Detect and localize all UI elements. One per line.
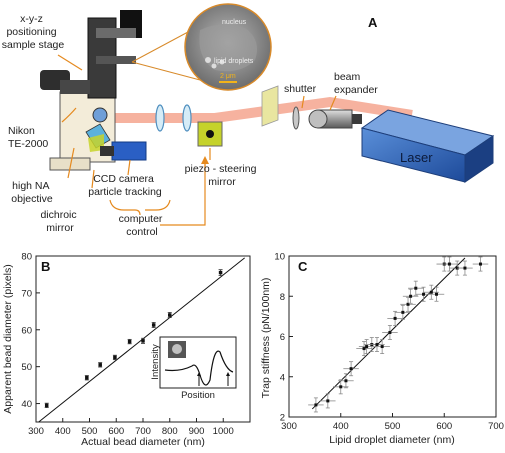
y-tick-label: 80: [21, 252, 32, 263]
data-point: [218, 270, 223, 275]
data-point: [388, 330, 392, 334]
x-tick-label: 600: [436, 421, 452, 432]
data-point: [422, 292, 426, 296]
microscope-illustration: [40, 10, 147, 171]
y-tick-label: 6: [280, 332, 285, 343]
x-tick-label: 300: [28, 426, 44, 437]
data-point: [380, 345, 384, 349]
lens: [155, 104, 165, 132]
x-tick-label: 1000: [213, 426, 234, 437]
microscope-label: Nikon TE-2000: [8, 125, 48, 150]
data-point: [365, 345, 369, 349]
x-tick-label: 400: [333, 421, 349, 432]
x-tick-label: 800: [162, 426, 178, 437]
data-point: [414, 286, 418, 290]
y-tick-label: 50: [21, 362, 32, 373]
panel-c-chart: C 300 400 500 600 700 2 4 6 8 10 Lipid droplet di…: [260, 252, 504, 447]
panel-b-chart: B 300 400 500 600 700 800 900 1000 40 50 60 70 80 Ac…: [2, 252, 251, 448]
data-point: [401, 310, 405, 314]
data-point: [434, 292, 438, 296]
data-point: [326, 399, 330, 403]
x-tick-label: 700: [488, 421, 504, 432]
piezo-label: piezo - steering mirror: [185, 163, 260, 188]
expander-label: beam expander: [334, 71, 378, 96]
inset-scale-label: 2 μm: [220, 73, 236, 80]
data-point: [478, 262, 482, 266]
y-tick-label: 4: [280, 372, 285, 383]
inset-droplets-label: lipid droplets: [214, 58, 254, 65]
laser-label: Laser: [400, 150, 433, 165]
panel-c-letter: C: [298, 259, 308, 274]
data-point: [127, 339, 132, 344]
piezo-mirror-center: [206, 130, 214, 138]
data-point: [463, 266, 467, 270]
intensity-curve: [164, 350, 234, 386]
x-tick-label: 400: [55, 426, 71, 437]
laser-beam: [92, 96, 413, 123]
data-point: [168, 313, 172, 317]
y-axis-label: Trap stiffness (pN/100nm): [260, 278, 272, 399]
data-point: [393, 316, 397, 320]
data-point: [447, 262, 451, 266]
lens: [182, 104, 192, 132]
data-point: [375, 343, 379, 347]
panel-a: A nucleus lipid droplets: [2, 3, 495, 238]
x-axis-label: Actual bead diameter (nm): [81, 436, 205, 448]
arrow-head-icon: [201, 156, 209, 164]
data-point: [409, 294, 413, 298]
x-tick-label: 700: [135, 426, 151, 437]
data-point: [344, 379, 348, 383]
shutter-icon: [292, 106, 300, 130]
arrow-head-icon: [226, 372, 230, 376]
y-tick-label: 70: [21, 288, 32, 299]
inset-callout-line: [131, 31, 189, 63]
x-tick-label: 500: [82, 426, 98, 437]
data-point: [44, 403, 49, 408]
filter-plate: [261, 85, 279, 127]
inset-callout-line: [131, 61, 201, 81]
shutter-label: shutter: [284, 83, 317, 95]
x-tick-label: 900: [189, 426, 205, 437]
objective-label: high NA objective: [11, 180, 53, 205]
arrow-head-icon: [197, 372, 201, 376]
x-axis-label: Lipid droplet diameter (nm): [329, 434, 454, 446]
x-tick-label: 600: [108, 426, 124, 437]
data-point: [113, 355, 117, 360]
y-axis-label: Apparent bead diameter (pixels): [2, 264, 14, 413]
inset-y-label: Intensity: [150, 344, 161, 380]
y-tick-label: 2: [280, 413, 285, 424]
stage-label: x-y-z positioning sample stage: [2, 13, 65, 51]
data-point: [85, 375, 89, 380]
laser-box: Laser: [360, 109, 495, 183]
x-tick-label: 500: [385, 421, 401, 432]
y-tick-label: 8: [280, 292, 285, 303]
inset-x-label: Position: [181, 390, 215, 401]
panel-b-letter: B: [41, 259, 50, 274]
data-point: [429, 290, 433, 294]
beam-expander-icon: [308, 109, 362, 129]
computer-label: computer control: [119, 213, 166, 238]
plot-frame: [288, 255, 497, 418]
cell-image-inset: nucleus lipid droplets 2 μm: [131, 3, 272, 91]
intensity-profile-inset: Intensity Position: [150, 336, 237, 401]
y-tick-label: 40: [21, 399, 32, 410]
dichroic-label: dichroic mirror: [40, 209, 79, 234]
data-point: [339, 385, 343, 389]
annotation-leaders: [57, 54, 337, 226]
data-point: [151, 323, 156, 327]
data-point: [349, 367, 353, 371]
panel-a-letter: A: [368, 15, 378, 30]
data-point: [141, 339, 145, 343]
inset-nucleus-label: nucleus: [222, 19, 247, 26]
y-tick-label: 60: [21, 325, 32, 336]
y-tick-label: 10: [274, 252, 285, 263]
data-point: [98, 363, 102, 367]
data-point: [314, 403, 318, 407]
data-point: [362, 347, 366, 351]
data-point: [406, 302, 410, 306]
ccd-label: CCD camera particle tracking: [88, 173, 162, 198]
x-tick-label: 300: [281, 421, 297, 432]
